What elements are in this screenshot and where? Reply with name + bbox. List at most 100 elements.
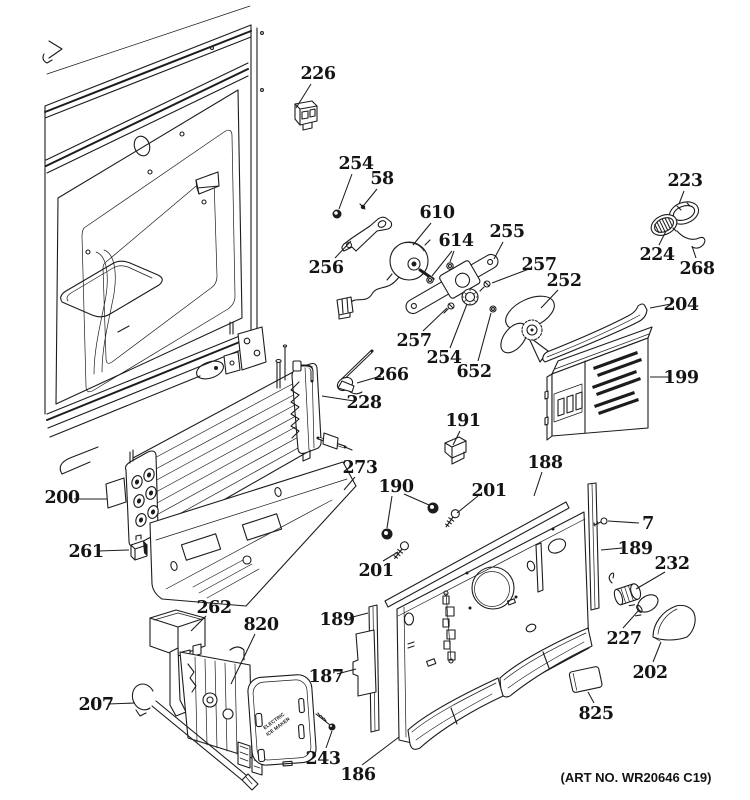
leader-line-610 — [412, 222, 432, 246]
leader-line-223 — [678, 190, 685, 205]
leader-line-254 — [449, 303, 468, 349]
part-label-257: 257 — [521, 255, 556, 275]
leader-line-201 — [382, 551, 399, 562]
leader-line-190 — [386, 495, 393, 529]
part-label-202: 202 — [632, 663, 667, 683]
leader-line-7 — [607, 520, 640, 524]
drip-pan-drawing — [149, 461, 357, 607]
part-label-191: 191 — [445, 411, 480, 431]
part-label-189: 189 — [617, 539, 652, 559]
leader-line-224 — [658, 230, 667, 246]
part-label-610: 610 — [419, 203, 454, 223]
leader-line-207 — [107, 702, 136, 705]
leader-line-614 — [431, 250, 453, 277]
icemaker-drawing: ELECTRIC ICE MAKER — [169, 646, 317, 776]
part-label-254: 254 — [338, 154, 373, 174]
part-label-223: 223 — [667, 171, 702, 191]
leader-line-186 — [361, 736, 400, 766]
grommets-screws-drawing — [381, 502, 460, 560]
air-deflectors-drawing — [407, 627, 593, 750]
part-label-252: 252 — [546, 271, 581, 291]
leader-line-232 — [635, 571, 666, 590]
part-label-228: 228 — [346, 393, 381, 413]
leader-line-187 — [336, 668, 357, 675]
leader-line-201 — [456, 495, 479, 514]
leader-line-614 — [449, 250, 455, 263]
leader-line-252 — [540, 289, 559, 309]
clip-261-drawing — [130, 534, 148, 561]
leader-line-191 — [452, 430, 461, 446]
leader-line-202 — [652, 641, 662, 663]
left-strips-drawing — [352, 604, 380, 733]
fan-blade-drawing — [500, 295, 555, 363]
connector-226-drawing — [294, 100, 318, 131]
part-label-825: 825 — [578, 704, 613, 724]
freezer-liner-drawing — [42, 5, 267, 475]
leader-line-256 — [334, 240, 352, 259]
part-label-256: 256 — [308, 258, 343, 278]
leader-line-257 — [422, 307, 448, 332]
leader-line-254 — [338, 173, 353, 210]
fan-motor-assembly-drawing — [332, 203, 499, 320]
cover-grommet-drawing — [650, 201, 706, 249]
louvered-cover-drawing — [542, 303, 653, 441]
leader-line-188 — [533, 471, 543, 497]
part-label-188: 188 — [527, 453, 562, 473]
part-label-199: 199 — [663, 368, 698, 388]
part-label-652: 652 — [456, 362, 491, 382]
light-parts-drawing — [608, 572, 696, 642]
leader-line-228 — [321, 395, 355, 402]
part-label-614: 614 — [438, 231, 473, 251]
part-label-232: 232 — [654, 554, 689, 574]
part-label-255: 255 — [489, 222, 524, 242]
leader-line-189 — [348, 612, 369, 619]
fill-tube-drawing — [131, 683, 336, 791]
thermostat-drawing — [336, 349, 374, 395]
part-label-224: 224 — [639, 245, 674, 265]
part-label-204: 204 — [663, 295, 698, 315]
part-label-189: 189 — [319, 610, 354, 630]
plate-825-drawing — [568, 666, 603, 693]
part-label-7: 7 — [642, 514, 654, 534]
part-label-58: 58 — [370, 169, 394, 189]
leader-line-261 — [97, 549, 130, 552]
leader-line-273 — [343, 476, 356, 491]
leader-line-255 — [493, 241, 504, 260]
leader-line-262 — [190, 615, 207, 632]
part-label-262: 262 — [196, 598, 231, 618]
clip-191-drawing — [444, 436, 467, 465]
part-label-201: 201 — [358, 561, 393, 581]
leader-line-227 — [622, 609, 640, 629]
part-label-820: 820 — [243, 615, 278, 635]
leader-line-58 — [363, 188, 378, 206]
leader-line-243 — [325, 730, 333, 749]
part-label-254: 254 — [426, 348, 461, 368]
part-label-190: 190 — [378, 477, 413, 497]
part-label-268: 268 — [679, 259, 714, 279]
part-label-207: 207 — [78, 695, 113, 715]
part-label-186: 186 — [340, 765, 375, 785]
part-label-226: 226 — [300, 64, 335, 84]
part-label-257: 257 — [396, 331, 431, 351]
leader-line-226 — [295, 83, 312, 109]
part-label-243: 243 — [305, 749, 340, 769]
leader-line-825 — [587, 691, 595, 704]
part-label-227: 227 — [606, 629, 641, 649]
leader-line-266 — [356, 375, 382, 384]
leader-line-652 — [477, 312, 492, 362]
part-label-201: 201 — [471, 481, 506, 501]
part-label-261: 261 — [68, 542, 103, 562]
leader-line-189 — [600, 547, 623, 551]
leader-line-190 — [403, 493, 430, 506]
leader-line-257 — [491, 268, 530, 284]
evaporator-drawing — [105, 344, 353, 547]
art-number: (ART NO. WR20646 C19) — [561, 770, 712, 785]
leader-line-268 — [691, 245, 697, 259]
part-label-200: 200 — [44, 488, 79, 508]
part-label-266: 266 — [373, 365, 408, 385]
leader-line-820 — [230, 633, 256, 685]
part-label-273: 273 — [342, 458, 377, 478]
